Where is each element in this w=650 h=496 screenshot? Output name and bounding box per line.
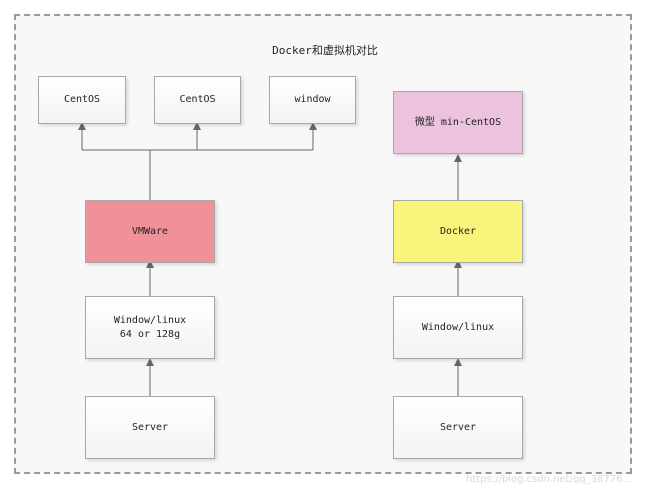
guest-centos-2: CentOS (154, 76, 241, 124)
guest-centos-1: CentOS (38, 76, 126, 124)
server-box-left: Server (85, 396, 215, 459)
host-os-box-left: Window/linux 64 or 128g (85, 296, 215, 359)
server-box-right: Server (393, 396, 523, 459)
watermark: https://blog.csdn.net/qq_38776... (465, 474, 632, 485)
vmware-box: VMWare (85, 200, 215, 263)
diagram-title: Docker和虚拟机对比 (272, 44, 378, 57)
docker-box: Docker (393, 200, 523, 263)
min-centos-box: 微型 min-CentOS (393, 91, 523, 154)
guest-window: window (269, 76, 356, 124)
host-os-box-right: Window/linux (393, 296, 523, 359)
